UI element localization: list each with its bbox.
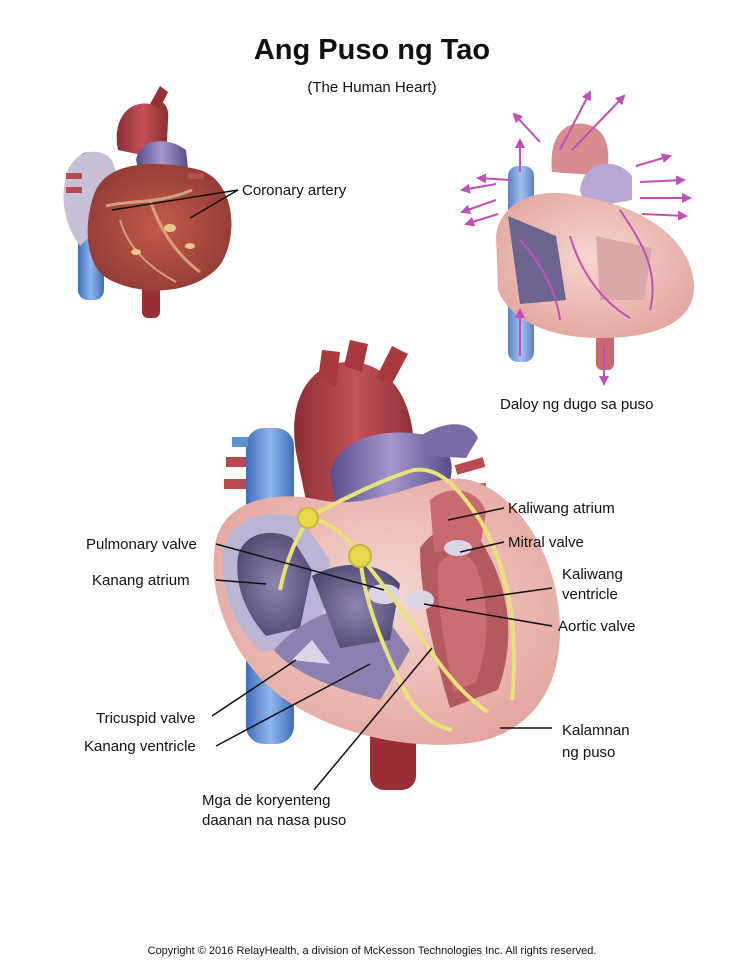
page-subtitle: (The Human Heart)	[307, 79, 437, 96]
label-kaliwang-ventricle-line2: ventricle	[562, 586, 618, 603]
label-coronary-artery: Coronary artery	[242, 182, 347, 199]
blood-flow-heart	[460, 90, 695, 386]
label-tricuspid-valve: Tricuspid valve	[96, 710, 196, 727]
label-kanang-ventricle: Kanang ventricle	[84, 738, 196, 755]
label-kaliwang-ventricle-line1: Kaliwang	[562, 566, 623, 583]
label-aortic-valve: Aortic valve	[558, 618, 636, 635]
label-electrical-line2: daanan na nasa puso	[202, 812, 347, 829]
main-heart	[213, 340, 561, 790]
leader-lines	[111, 189, 553, 791]
copyright-notice: Copyright © 2016 RelayHealth, a division…	[147, 945, 597, 957]
label-pulmonary-valve: Pulmonary valve	[86, 536, 197, 553]
label-kalamnan-line1: Kalamnan	[562, 722, 630, 739]
label-kaliwang-atrium: Kaliwang atrium	[508, 500, 615, 517]
label-kanang-atrium: Kanang atrium	[92, 572, 190, 589]
label-blood-flow: Daloy ng dugo sa puso	[500, 396, 654, 413]
page-title: Ang Puso ng Tao	[253, 34, 491, 66]
external-heart	[63, 86, 232, 318]
label-mitral-valve: Mitral valve	[508, 534, 584, 551]
label-electrical-line1: Mga de koryenteng	[202, 792, 331, 809]
label-kalamnan-line2: ng puso	[562, 744, 616, 761]
